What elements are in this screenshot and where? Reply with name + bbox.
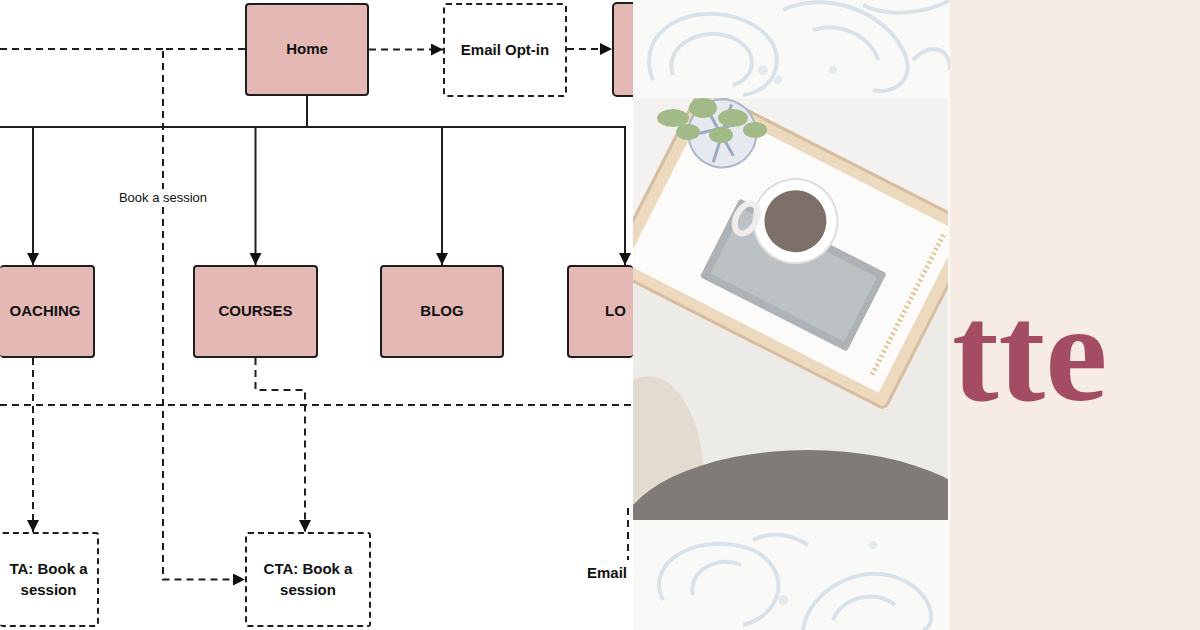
node-text: Home (286, 39, 328, 59)
page-box: COURSES (193, 265, 318, 358)
page-box (613, 3, 633, 96)
page-box: LO (567, 265, 633, 358)
node-text: TA: Book a session (4, 559, 93, 600)
dashed-connector (256, 358, 306, 532)
dashed-arrow (567, 48, 612, 50)
paisley-ground (633, 0, 950, 630)
edge-label: Book a session (116, 189, 210, 206)
node-text: Email Opt-in (461, 40, 549, 60)
dashed-line (0, 48, 163, 50)
connector (307, 96, 625, 265)
page-box: Home (245, 3, 369, 96)
cta-box: CTA: Book a session (245, 532, 371, 627)
node-text: COURSES (218, 301, 292, 321)
connector (256, 96, 308, 265)
page-box: BLOG (380, 265, 504, 358)
dashed-line (0, 404, 633, 406)
connector (33, 96, 307, 265)
node-text: BLOG (420, 301, 463, 321)
node-text: OACHING (10, 301, 81, 321)
branch-line (0, 126, 33, 128)
connector (307, 96, 442, 265)
cta-box: TA: Book a session (0, 532, 99, 627)
node-text: CTA: Book a session (253, 559, 363, 600)
dashed-connector (369, 49, 443, 51)
box-edge (627, 508, 629, 560)
page-box: OACHING (0, 265, 95, 358)
node-text: LO (605, 301, 626, 321)
photo-panel (633, 0, 950, 630)
box-label: Email (587, 564, 627, 581)
dashed-connector (32, 358, 34, 532)
coffee-photo (633, 98, 948, 520)
brand-wordmark: tte (952, 283, 1107, 423)
optin-box: Email Opt-in (443, 3, 567, 97)
